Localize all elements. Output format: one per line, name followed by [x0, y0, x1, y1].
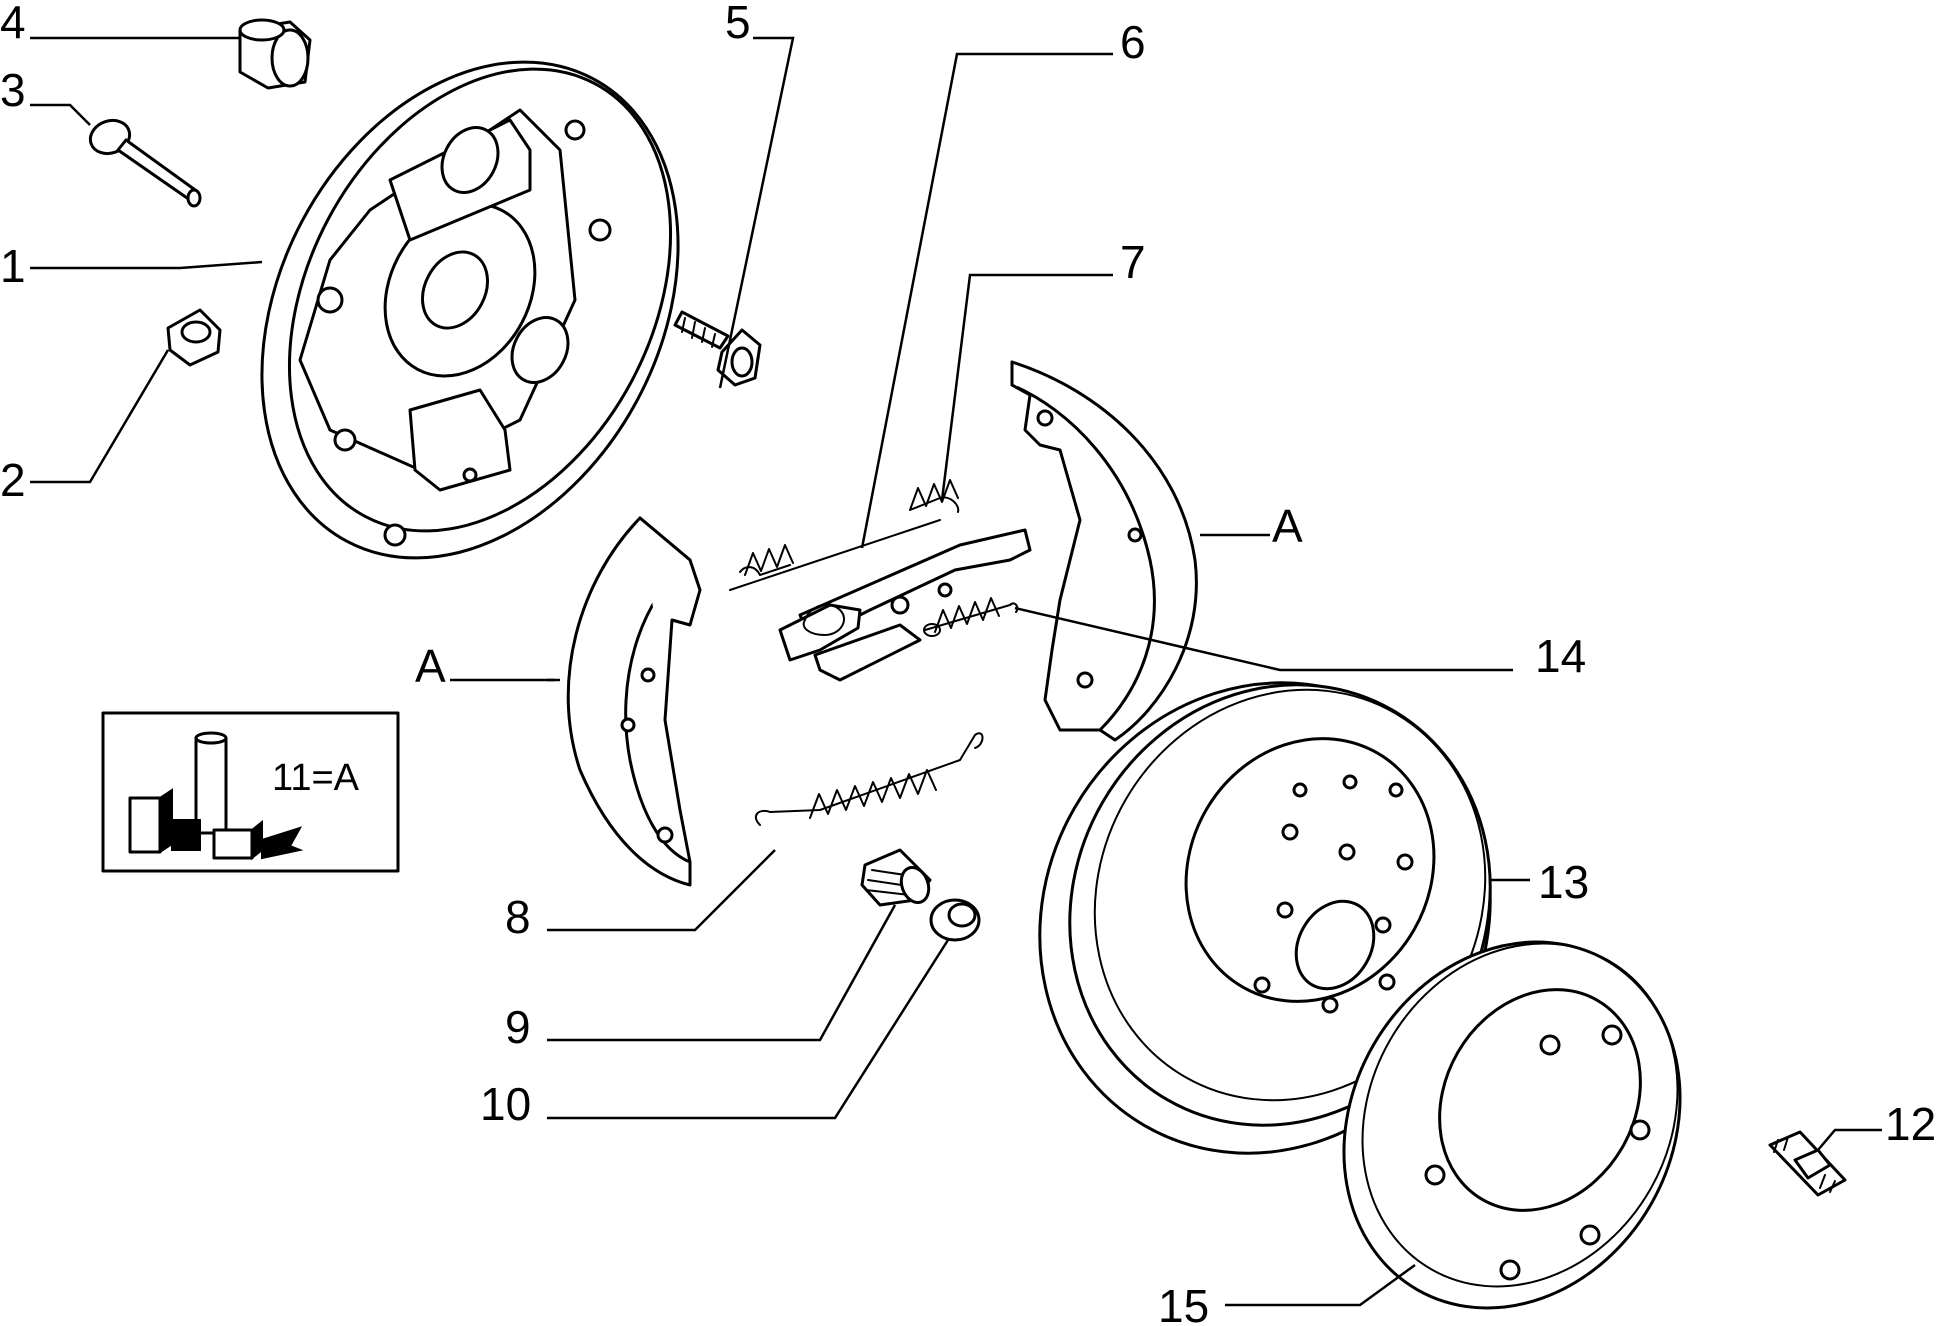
callout-15: 15 [1158, 1280, 1209, 1326]
part-10-cup-washer [929, 898, 981, 942]
legend-text: 11=A [272, 757, 360, 799]
part-6-adjuster-strut [778, 528, 1032, 682]
right-brake-shoe [1010, 360, 1198, 742]
callout-4: 4 [0, 0, 26, 48]
part-14-small-spring [923, 597, 1019, 637]
part-3-pin [88, 118, 202, 208]
callout-a-right: A [1272, 500, 1303, 552]
callout-12: 12 [1885, 1098, 1936, 1150]
callout-8: 8 [505, 891, 531, 943]
callout-14: 14 [1535, 630, 1586, 682]
part-5-bolt [673, 310, 762, 387]
callout-3: 3 [0, 64, 26, 116]
callout-13: 13 [1538, 856, 1589, 908]
callout-2: 2 [0, 454, 26, 506]
part-9-coil-spring [860, 848, 932, 907]
part-15-disc [1342, 940, 1682, 1310]
callout-10: 10 [480, 1078, 531, 1130]
callout-1: 1 [0, 240, 26, 292]
callout-6: 6 [1120, 16, 1146, 68]
callout-a-left: A [415, 640, 446, 692]
backing-plate [260, 60, 680, 560]
left-brake-shoe [566, 516, 702, 887]
part-2-nut [166, 308, 222, 367]
leader-lines [30, 36, 1882, 1307]
part-4-plug [238, 18, 312, 90]
callout-5: 5 [725, 0, 751, 48]
part-7-upper-spring [729, 479, 960, 591]
callout-7: 7 [1120, 236, 1146, 288]
lubricant-legend-box: 11=A [101, 711, 400, 873]
callout-9: 9 [505, 1001, 531, 1053]
part-12-stud [1768, 1130, 1847, 1197]
part-8-lower-spring [754, 732, 984, 826]
